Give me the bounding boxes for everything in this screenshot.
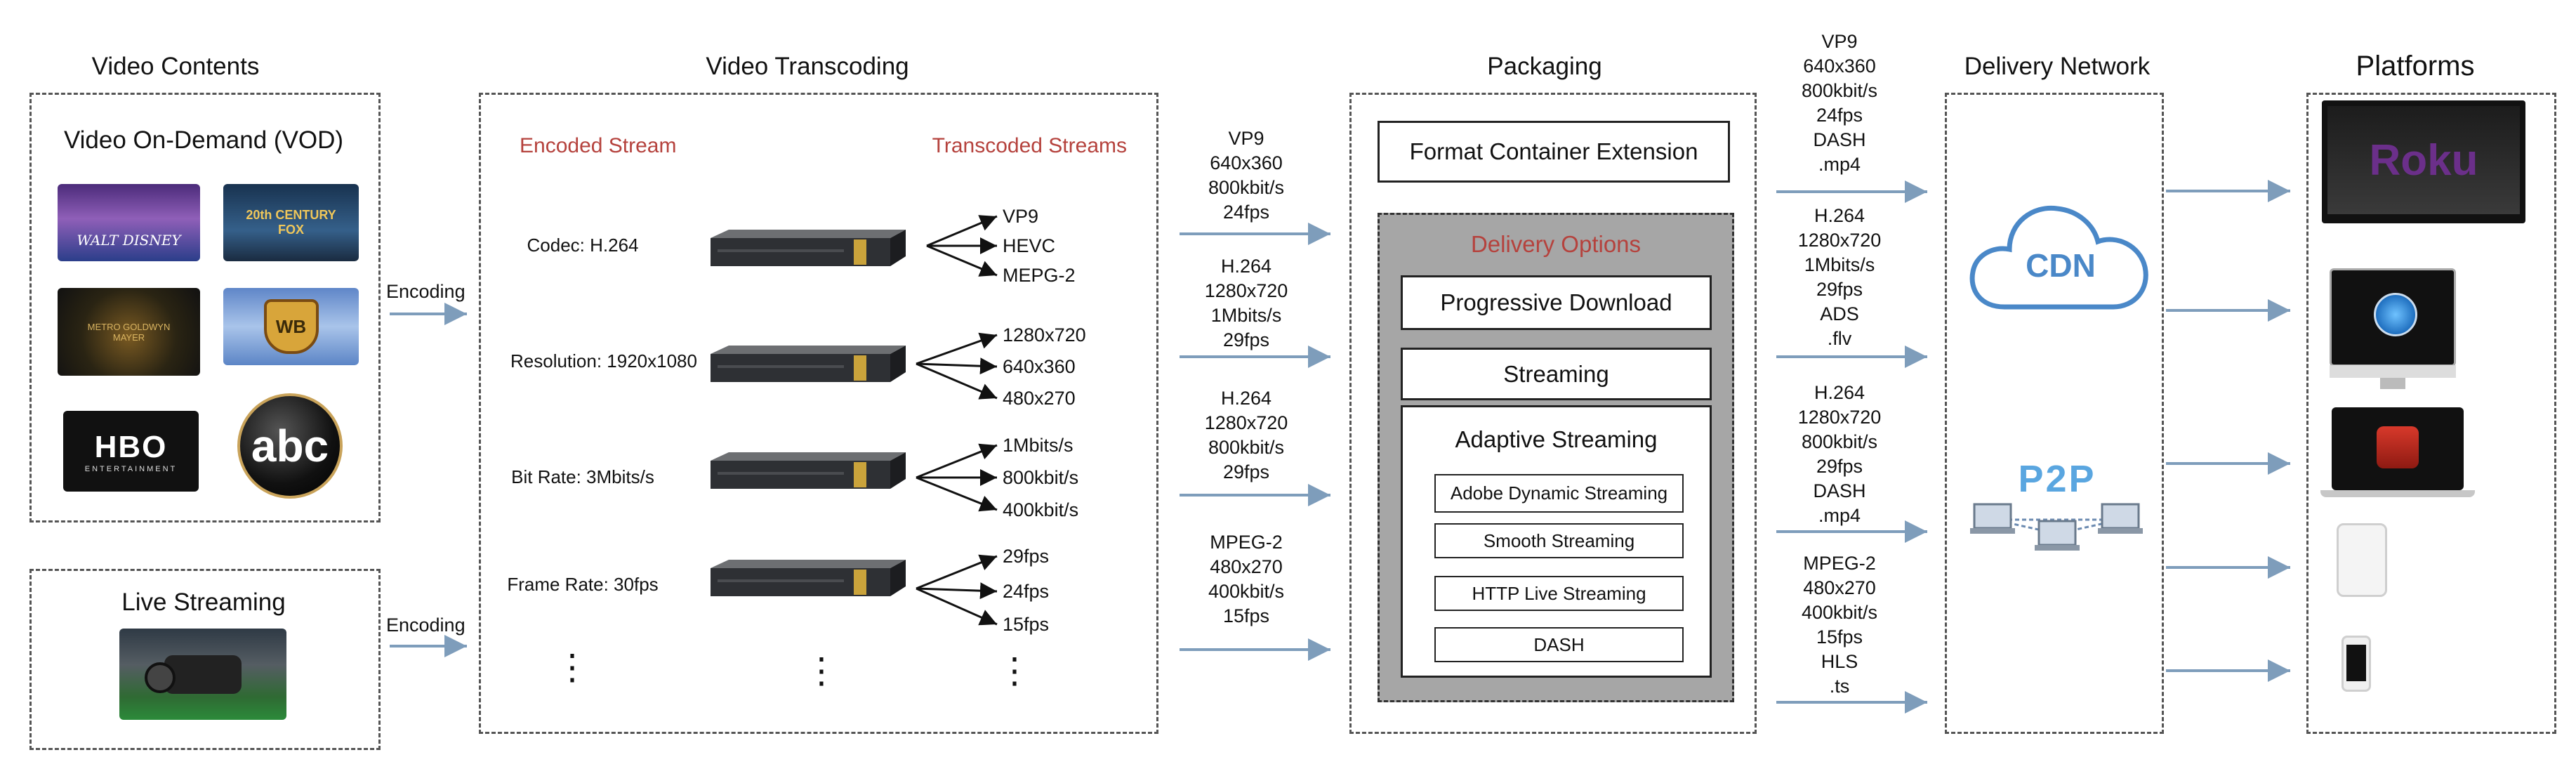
phone-device-icon	[2341, 636, 2371, 692]
progressive-download-box: Progressive Download	[1401, 275, 1712, 330]
transcoded-output: 480x270	[1003, 388, 1076, 409]
platforms-panel	[2306, 93, 2556, 734]
encoded-stream-header: Encoded Stream	[520, 134, 677, 157]
roku-logo: Roku	[2369, 136, 2478, 185]
column-title-video-contents: Video Contents	[91, 53, 260, 80]
mgm-logo: METRO GOLDWYN MAYER	[58, 288, 200, 376]
cdn-label: CDN	[2026, 247, 2096, 284]
ellipsis: ⋮	[555, 648, 590, 687]
fox-logo: 20th CENTURY FOX	[223, 184, 359, 261]
transcoder-server-icon	[711, 230, 906, 266]
streaming-box: Streaming	[1401, 348, 1712, 400]
transcoder-server-icon	[711, 346, 906, 382]
imac-device-icon	[2330, 268, 2456, 393]
warner-bros-logo: WB	[223, 288, 359, 365]
tablet-device-icon	[2337, 523, 2387, 597]
transcoded-output: 640x360	[1003, 356, 1076, 377]
encoding-label-vod: Encoding	[386, 281, 465, 302]
format-container-extension-box: Format Container Extension	[1378, 121, 1730, 183]
adaptive-streaming-title: Adaptive Streaming	[1455, 426, 1658, 452]
encoded-input-codec: Codec: H.264	[527, 235, 639, 256]
transcoded-output: HEVC	[1003, 235, 1056, 256]
transcoded-output: 24fps	[1003, 581, 1050, 602]
encoding-label-live: Encoding	[386, 614, 465, 636]
hbo-logo: HBO ENTERTAINMENT	[63, 411, 199, 492]
transcoded-streams-header: Transcoded Streams	[932, 134, 1127, 157]
column-title-platforms: Platforms	[2356, 51, 2475, 81]
vod-panel	[29, 93, 381, 522]
adaptive-option-box: HTTP Live Streaming	[1434, 576, 1684, 611]
adaptive-option-box: Adobe Dynamic Streaming	[1434, 474, 1684, 513]
p2p-network-icon	[1970, 503, 2143, 551]
column-title-delivery-network: Delivery Network	[1964, 53, 2151, 80]
transcoded-output: 400kbit/s	[1003, 499, 1079, 520]
ellipsis: ⋮	[997, 651, 1032, 690]
live-camera-image	[119, 629, 286, 720]
cloud-icon	[1969, 205, 2148, 310]
disney-logo: WALT DISNEY	[58, 184, 200, 261]
transcoded-output: 29fps	[1003, 546, 1050, 567]
column-title-packaging: Packaging	[1487, 53, 1602, 80]
p2p-label: P2P	[2018, 458, 2096, 500]
abc-logo: abc	[237, 393, 343, 499]
encoded-input-framerate: Frame Rate: 30fps	[507, 574, 659, 595]
transcoding-panel	[479, 93, 1158, 734]
encoded-input-resolution: Resolution: 1920x1080	[510, 350, 697, 372]
adaptive-option-box: Smooth Streaming	[1434, 523, 1684, 558]
delivery-options-title: Delivery Options	[1470, 231, 1642, 257]
live-streaming-title: Live Streaming	[121, 589, 286, 616]
laptop-device-icon	[2320, 407, 2475, 499]
encoded-input-bitrate: Bit Rate: 3Mbits/s	[511, 466, 654, 487]
transcoder-server-icon	[711, 452, 906, 489]
ellipsis: ⋮	[804, 651, 839, 690]
transcoded-output: 1280x720	[1003, 324, 1086, 346]
transcoded-output: 1Mbits/s	[1003, 435, 1074, 456]
transcoder-server-icon	[711, 560, 906, 596]
transcoded-output: 15fps	[1003, 614, 1050, 635]
live-streaming-panel	[29, 569, 381, 750]
column-title-video-transcoding: Video Transcoding	[706, 53, 909, 80]
transcoded-output: VP9	[1003, 206, 1039, 227]
packaging-panel	[1349, 93, 1757, 734]
transcoded-output: MEPG-2	[1003, 265, 1076, 286]
adaptive-option-box: DASH	[1434, 627, 1684, 662]
delivery-network-panel	[1945, 93, 2164, 734]
vod-title: Video On-Demand (VOD)	[63, 126, 344, 154]
tv-device-icon: Roku	[2322, 100, 2525, 223]
transcoded-output: 800kbit/s	[1003, 467, 1079, 488]
